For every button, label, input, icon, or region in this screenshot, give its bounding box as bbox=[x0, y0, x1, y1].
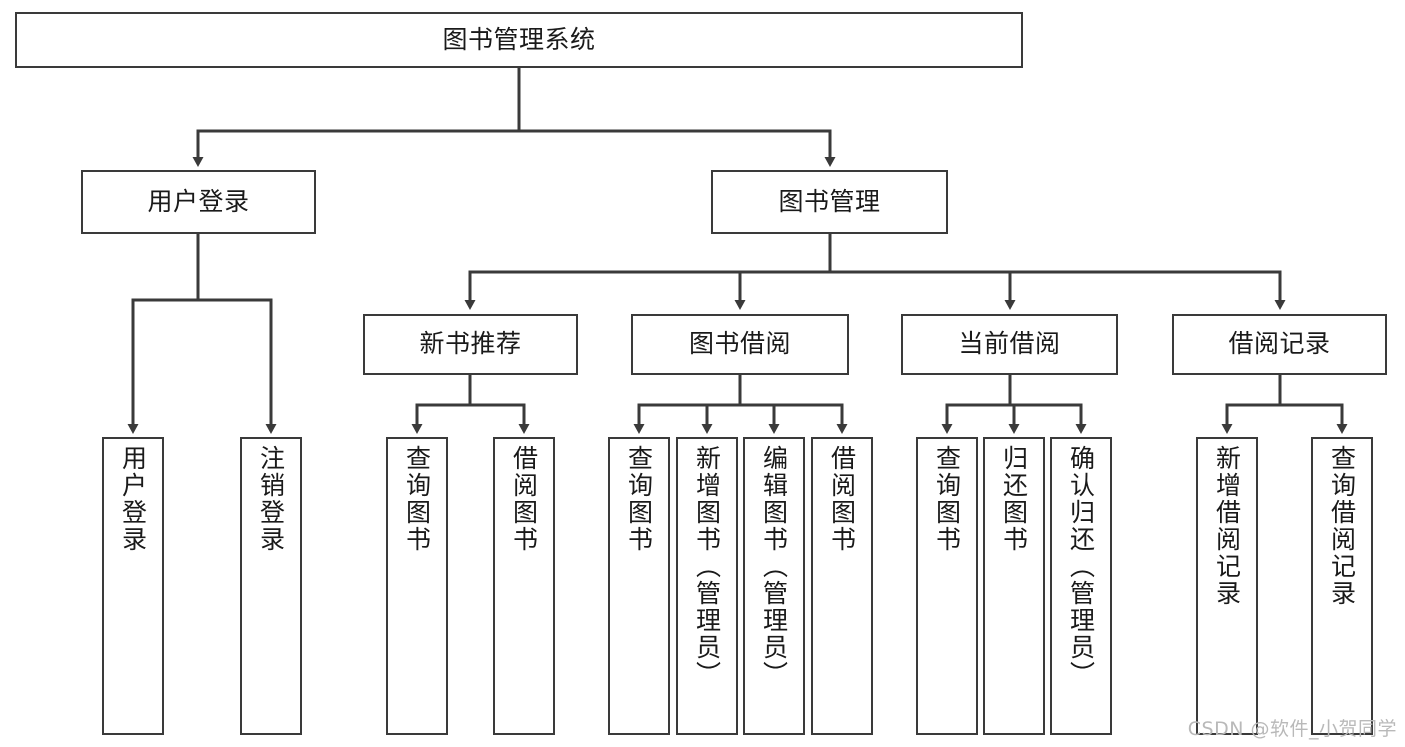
node-label: 查询图书 bbox=[932, 445, 962, 553]
node-label: 确认归还（管理员） bbox=[1066, 445, 1096, 688]
leaf-return-book[interactable]: 归还图书 bbox=[983, 437, 1045, 735]
leaf-add-book-admin[interactable]: 新增图书（管理员） bbox=[676, 437, 738, 735]
node-label: 注销登录 bbox=[256, 445, 286, 553]
node-label: 借阅图书 bbox=[827, 445, 857, 553]
leaf-borrow-book[interactable]: 借阅图书 bbox=[811, 437, 873, 735]
leaf-query-borrow-record[interactable]: 查询借阅记录 bbox=[1311, 437, 1373, 735]
node-label: 图书管理系统 bbox=[442, 24, 596, 54]
leaf-edit-book-admin[interactable]: 编辑图书（管理员） bbox=[743, 437, 805, 735]
leaf-logout[interactable]: 注销登录 bbox=[240, 437, 302, 735]
node-user-login[interactable]: 用户登录 bbox=[81, 170, 316, 234]
node-label: 当前借阅 bbox=[958, 329, 1061, 359]
node-label: 新增借阅记录 bbox=[1212, 445, 1242, 607]
node-book-borrowing[interactable]: 图书借阅 bbox=[631, 314, 849, 375]
node-label: 查询图书 bbox=[402, 445, 432, 553]
node-label: 查询图书 bbox=[624, 445, 654, 553]
leaf-user-login[interactable]: 用户登录 bbox=[102, 437, 164, 735]
node-new-book-recommendation[interactable]: 新书推荐 bbox=[363, 314, 578, 375]
node-label: 查询借阅记录 bbox=[1327, 445, 1357, 607]
node-label: 新书推荐 bbox=[419, 329, 522, 359]
node-label: 借阅记录 bbox=[1228, 329, 1331, 359]
node-label: 借阅图书 bbox=[509, 445, 539, 553]
leaf-query-book-recommend[interactable]: 查询图书 bbox=[386, 437, 448, 735]
node-current-borrowing[interactable]: 当前借阅 bbox=[901, 314, 1118, 375]
node-label: 用户登录 bbox=[118, 445, 148, 553]
node-label: 新增图书（管理员） bbox=[692, 445, 722, 688]
leaf-query-book-borrow[interactable]: 查询图书 bbox=[608, 437, 670, 735]
node-label: 编辑图书（管理员） bbox=[759, 445, 789, 688]
node-borrowing-record[interactable]: 借阅记录 bbox=[1172, 314, 1387, 375]
node-label: 图书管理 bbox=[778, 186, 881, 216]
node-label: 用户登录 bbox=[147, 186, 250, 216]
leaf-confirm-return-admin[interactable]: 确认归还（管理员） bbox=[1050, 437, 1112, 735]
node-label: 归还图书 bbox=[999, 445, 1029, 553]
leaf-query-book-current[interactable]: 查询图书 bbox=[916, 437, 978, 735]
leaf-borrow-book-recommend[interactable]: 借阅图书 bbox=[493, 437, 555, 735]
leaf-add-borrow-record[interactable]: 新增借阅记录 bbox=[1196, 437, 1258, 735]
node-book-management[interactable]: 图书管理 bbox=[711, 170, 948, 234]
watermark-text: CSDN @软件_小贺同学 bbox=[1187, 718, 1397, 740]
node-label: 图书借阅 bbox=[688, 329, 791, 359]
node-root-book-management-system[interactable]: 图书管理系统 bbox=[15, 12, 1023, 68]
